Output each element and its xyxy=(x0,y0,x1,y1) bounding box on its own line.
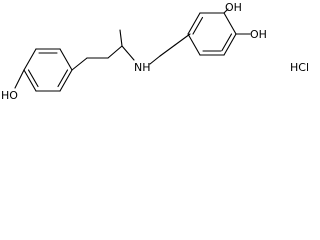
bond xyxy=(223,33,237,56)
salt-label: HCl xyxy=(290,61,309,74)
bond xyxy=(159,44,176,57)
bond xyxy=(223,12,237,35)
bond xyxy=(59,69,73,92)
bond xyxy=(14,69,25,89)
bond xyxy=(174,33,191,46)
bond xyxy=(223,8,229,14)
double-bond xyxy=(192,16,204,35)
phenol-ring-left xyxy=(23,48,73,92)
bond xyxy=(71,57,88,71)
bond xyxy=(107,45,123,59)
bond xyxy=(149,55,161,65)
hydroxyl-label: OH xyxy=(225,1,242,14)
ethyl-linker xyxy=(149,33,191,65)
chemical-structure: HO NH OH OH HCl xyxy=(1,1,309,102)
double-bond xyxy=(221,33,233,52)
bond xyxy=(121,45,135,61)
alkyl-chain xyxy=(71,29,135,71)
bond xyxy=(59,48,73,71)
double-bond xyxy=(27,69,39,88)
hydroxyl-label: OH xyxy=(250,28,267,41)
bond xyxy=(187,12,201,35)
double-bond xyxy=(57,69,69,88)
bond xyxy=(23,69,37,92)
amine-label: NH xyxy=(134,61,151,74)
catechol-ring xyxy=(187,12,237,56)
bond xyxy=(23,48,37,71)
bond xyxy=(187,33,201,56)
hydroxyl-label: HO xyxy=(1,89,18,102)
bond xyxy=(119,29,123,47)
